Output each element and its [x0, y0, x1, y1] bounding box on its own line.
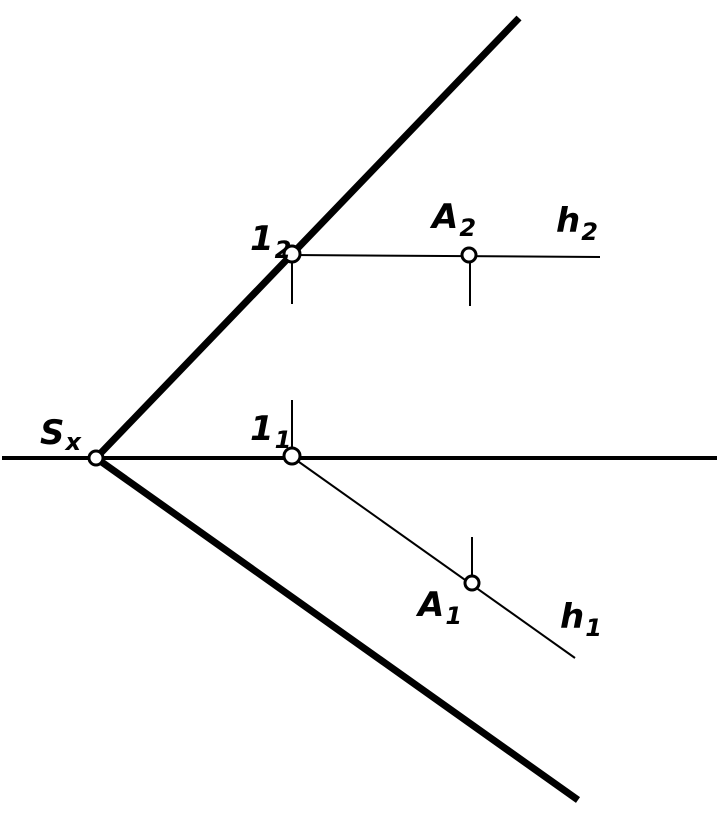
point-a1 — [463, 574, 481, 592]
point-1-1 — [282, 446, 302, 466]
h2-line — [291, 254, 601, 258]
label-1-2: 12 — [250, 219, 291, 264]
label-sx: Sx — [40, 413, 83, 456]
label-a2: A2 — [429, 197, 476, 242]
label-1-1: 11 — [250, 409, 291, 454]
label-h2: h2 — [556, 201, 598, 246]
label-h1: h1 — [560, 597, 602, 642]
point-a2 — [460, 246, 478, 264]
point-1-2 — [282, 244, 302, 264]
point-sx — [87, 449, 105, 467]
frontal-trace-line — [93, 15, 522, 461]
h1-line — [291, 456, 576, 659]
horizontal-trace-line — [93, 455, 581, 803]
label-a1: A1 — [415, 585, 462, 630]
